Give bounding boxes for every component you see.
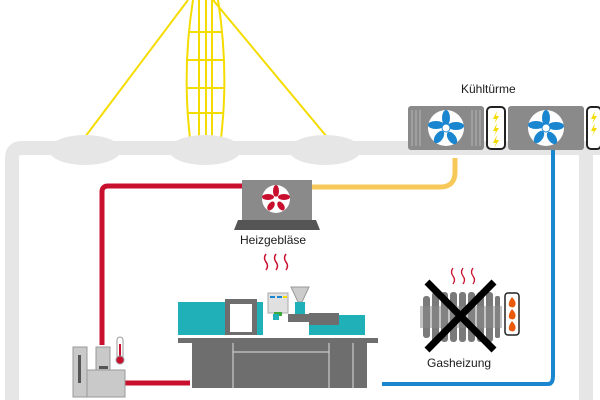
cross-icon xyxy=(424,279,497,353)
cooling-towers-label: Kühltürme xyxy=(461,82,516,96)
cooling-tower-2 xyxy=(508,106,600,150)
heater-blower xyxy=(234,180,320,230)
lightning-icon xyxy=(493,111,499,148)
gas-heating-label: Gasheizung xyxy=(427,356,492,370)
flame-icon xyxy=(508,297,516,332)
cooling-tower-1 xyxy=(408,106,506,150)
heater-blower-label: Heizgebläse xyxy=(240,233,307,247)
skylight-dome-icon xyxy=(185,0,226,139)
gas-heating xyxy=(420,267,520,353)
temperature-control-unit xyxy=(72,336,126,398)
heat-waves-icon xyxy=(450,267,476,285)
light-rays xyxy=(84,0,328,138)
lightning-icon xyxy=(591,111,597,136)
injection-molding-machine xyxy=(178,286,378,388)
building-outline xyxy=(5,141,600,400)
warm-water-pipe xyxy=(312,158,458,190)
hot-water-pipe xyxy=(99,183,245,345)
thermometer-icon xyxy=(115,336,125,365)
cold-water-pipe xyxy=(382,150,555,386)
heat-waves-icon xyxy=(263,253,289,271)
